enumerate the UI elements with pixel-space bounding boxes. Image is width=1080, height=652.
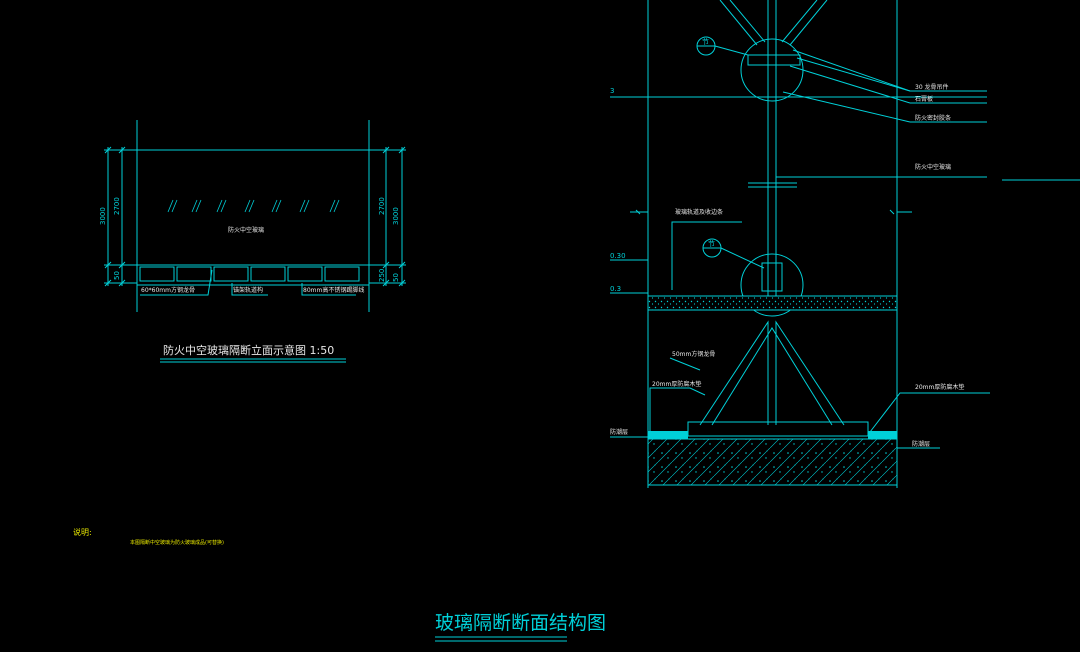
label-right-1: 石膏板: [915, 95, 933, 103]
callout-upper-text: 节: [702, 38, 709, 46]
label-left-0: 玻璃轨道及收边条: [675, 208, 723, 216]
left-dimensions: 3000 2700 50: [99, 146, 137, 287]
level-1: 0.30: [610, 252, 626, 260]
ground-hatch: [647, 438, 898, 486]
dim-right-1: 3000: [392, 207, 400, 225]
section-view: 3 0.30 0.3 30 龙骨吊件 石膏板 防火密封胶条 防火中空玻璃: [610, 0, 1080, 488]
glass-label: 防火中空玻璃: [228, 226, 264, 234]
dim-left-1: 2700: [113, 197, 121, 215]
label-right-0: 30 龙骨吊件: [915, 83, 949, 91]
label-right-2: 防火密封胶条: [915, 114, 951, 122]
moisture-right: [868, 431, 897, 439]
dim-right-2: 250: [378, 269, 386, 282]
callout-lower-text: 节: [708, 240, 715, 248]
label-left-1: 50mm方钢龙骨: [672, 350, 715, 358]
top-leaders: [776, 49, 987, 178]
right-dimensions: 2700 3000 250 50: [369, 146, 406, 287]
base-panels: [139, 266, 360, 282]
dim-left-0: 3000: [99, 207, 107, 225]
level-2: 0.3: [610, 285, 621, 293]
floor-slab: [647, 295, 898, 311]
label-left-3: 防潮层: [610, 428, 628, 436]
elevation-view: 3000 2700 50 2700 3000 250 50 防火中空玻璃 60*…: [99, 120, 406, 363]
dim-right-0: 2700: [378, 197, 386, 215]
label-right-5: 防潮层: [912, 440, 930, 448]
notes-heading: 说明:: [73, 527, 92, 537]
label-right-3: 防火中空玻璃: [915, 163, 951, 171]
bottom-leaders: [140, 269, 356, 296]
notes-body: 本图隔断中空玻璃为防火玻璃成品(可替换): [130, 539, 224, 546]
moisture-left: [648, 431, 688, 439]
detail-circle-lower: [740, 253, 804, 317]
elevation-title: 防火中空玻璃隔断立面示意图 1:50: [163, 343, 334, 357]
detail-circle-upper: [740, 38, 804, 102]
dim-left-2: 50: [113, 271, 121, 280]
main-title: 玻璃隔断断面结构图: [435, 612, 606, 634]
label-left-2: 20mm厚防腐木垫: [652, 380, 701, 388]
bottom-label-0: 60*60mm方钢龙骨: [141, 286, 195, 294]
glass-hatch: [167, 199, 340, 213]
bottom-label-2: 80mm高不锈钢踢脚线: [303, 286, 364, 294]
dim-right-3: 50: [392, 273, 400, 282]
label-right-4: 20mm厚防腐木垫: [915, 383, 964, 391]
support-frame: [687, 320, 869, 437]
level-0: 3: [610, 87, 614, 95]
bottom-label-1: 锚架轨道构: [233, 286, 263, 294]
